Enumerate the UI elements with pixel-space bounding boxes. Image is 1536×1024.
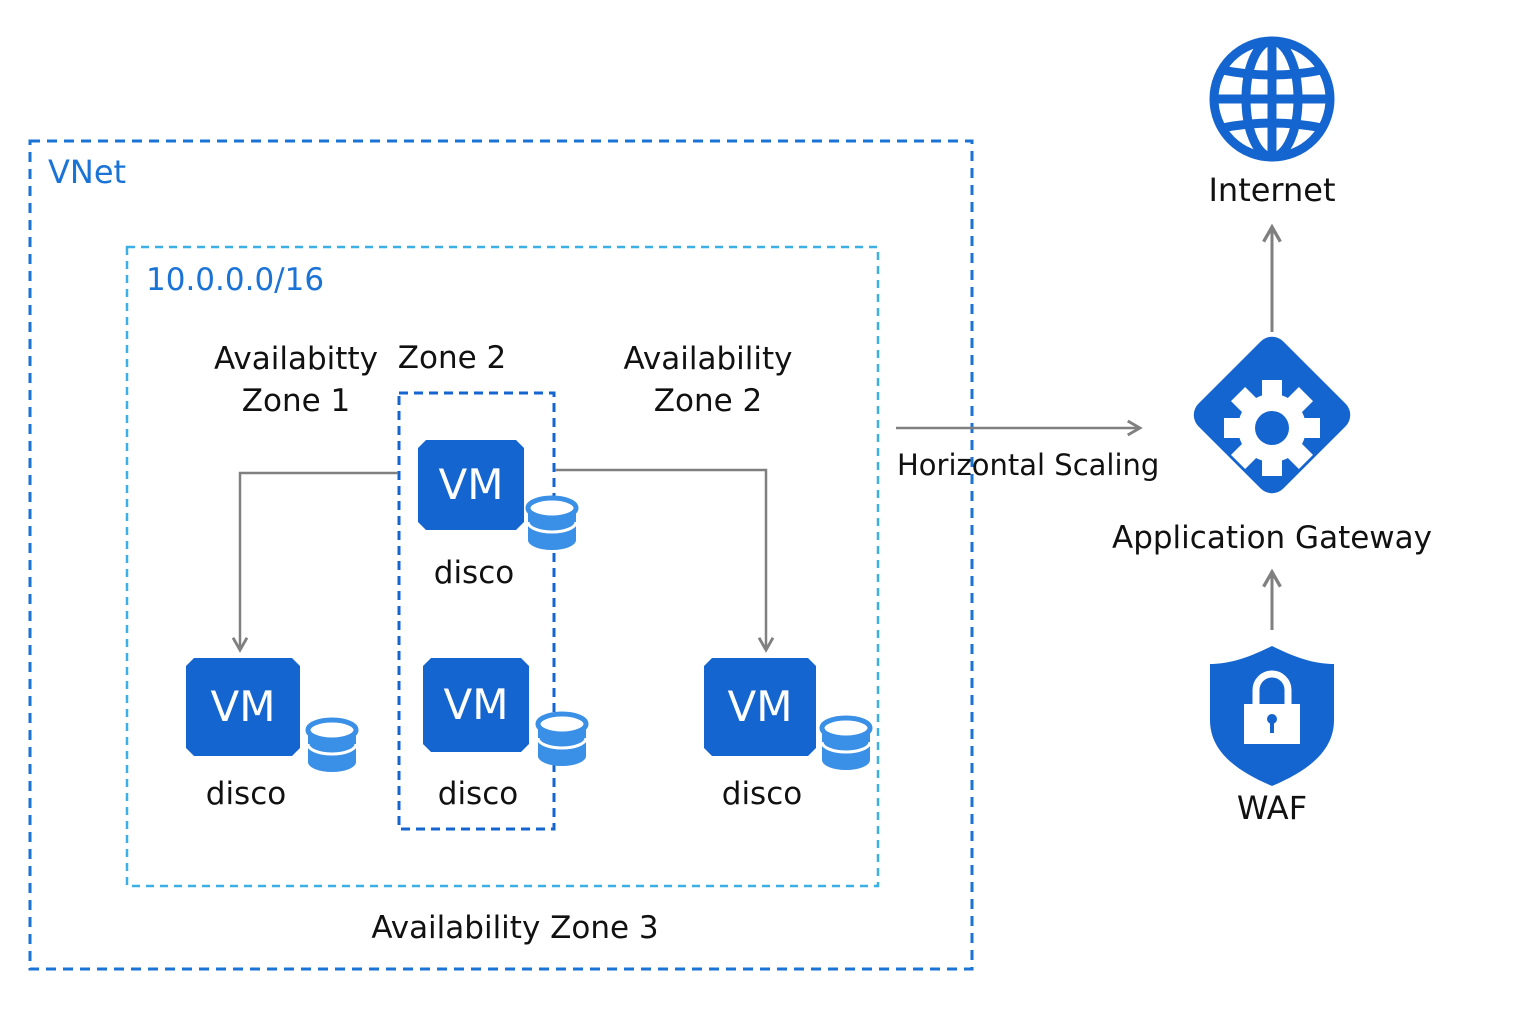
disk-icon (308, 720, 356, 772)
subnet-label: 10.0.0.0/16 (146, 262, 325, 298)
waf-label[interactable]: WAF (1236, 789, 1308, 827)
vm-zone2-top[interactable]: VM (418, 440, 524, 530)
disk-icon (538, 714, 586, 766)
vm-zone2-bottom[interactable]: VM (423, 658, 529, 752)
application-gateway-label[interactable]: Application Gateway (1111, 520, 1432, 556)
disk-label: disco (205, 776, 287, 812)
vm-az2[interactable]: VM (704, 658, 816, 756)
connector-to-az2 (555, 468, 775, 653)
az2-label: Availability Zone 2 (623, 341, 793, 419)
internet-label[interactable]: Internet (1208, 171, 1336, 209)
zone2-boundary (397, 391, 556, 831)
az1-label: Availabitty Zone 1 (214, 341, 378, 419)
connector-to-az1 (231, 471, 398, 653)
subnet-boundary (125, 245, 880, 888)
disk-icon (822, 718, 870, 770)
disk-label: disco (721, 776, 803, 812)
disk-label: disco (433, 555, 515, 591)
vnet-label: VNet (48, 153, 127, 191)
disk-icon (528, 498, 576, 550)
disk-label: disco (437, 776, 519, 812)
shield-lock-icon (1210, 646, 1334, 786)
horizontal-scaling-label: Horizontal Scaling (897, 448, 1160, 482)
az3-label: Availability Zone 3 (371, 910, 659, 946)
vm-az1[interactable]: VM (186, 658, 300, 756)
zone2-label: Zone 2 (397, 340, 507, 376)
globe-icon (1209, 36, 1335, 162)
application-gateway-icon (1193, 336, 1351, 494)
